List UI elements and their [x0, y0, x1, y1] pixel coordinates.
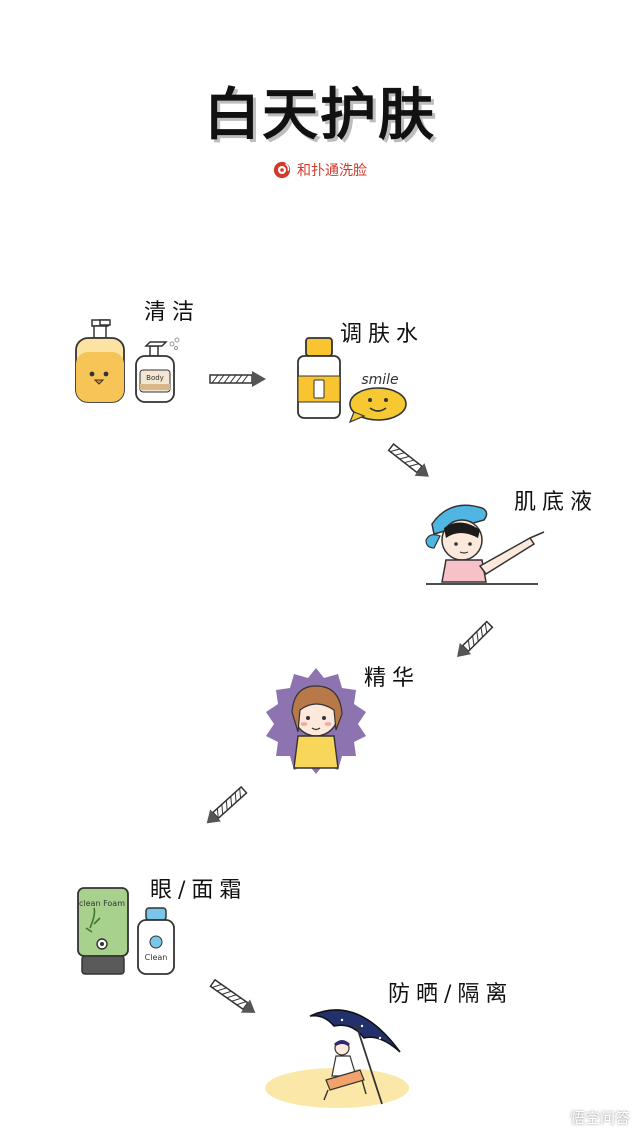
- step-label-toner: 调肤水: [340, 322, 425, 347]
- step-label-cream: 眼/面霜: [150, 878, 248, 903]
- wukong-logo-icon: [541, 1106, 564, 1128]
- arrow-down-right-icon: [387, 443, 429, 477]
- girl-pointing-icon: [425, 504, 545, 585]
- step-label-essence: 精华: [364, 666, 421, 691]
- cleanser-bottles-icon: Body: [75, 319, 180, 403]
- toner-bottle-icon: smile: [297, 337, 407, 424]
- arrow-down-left-icon: [457, 620, 494, 657]
- cream-tubes-icon: clean Foam Clean: [77, 887, 175, 975]
- source-line: 和扑通洗脸: [0, 160, 640, 180]
- smile-text: smile: [361, 372, 398, 388]
- step-label-cleanse: 清洁: [144, 300, 201, 325]
- page-title: 白天护肤: [204, 83, 436, 148]
- weibo-logo-icon: [273, 161, 291, 179]
- watermark: 悟空问答: [541, 1106, 630, 1128]
- arrow-down-right-icon: [209, 978, 256, 1013]
- tube-2-print: Clean: [145, 953, 168, 962]
- watermark-text: 悟空问答: [569, 1108, 630, 1127]
- girl-essence-icon: [266, 668, 366, 774]
- step-label-sunscreen: 防晒/隔离: [388, 982, 514, 1007]
- arrow-right-icon: [209, 371, 266, 387]
- arrow-down-left-icon: [206, 785, 248, 824]
- body-bottle-print: Body: [146, 374, 164, 382]
- step-label-serum-base: 肌底液: [514, 490, 599, 515]
- beach-umbrella-icon: [265, 1009, 409, 1108]
- source-text: 和扑通洗脸: [297, 163, 367, 179]
- tube-1-print: clean Foam: [79, 899, 125, 908]
